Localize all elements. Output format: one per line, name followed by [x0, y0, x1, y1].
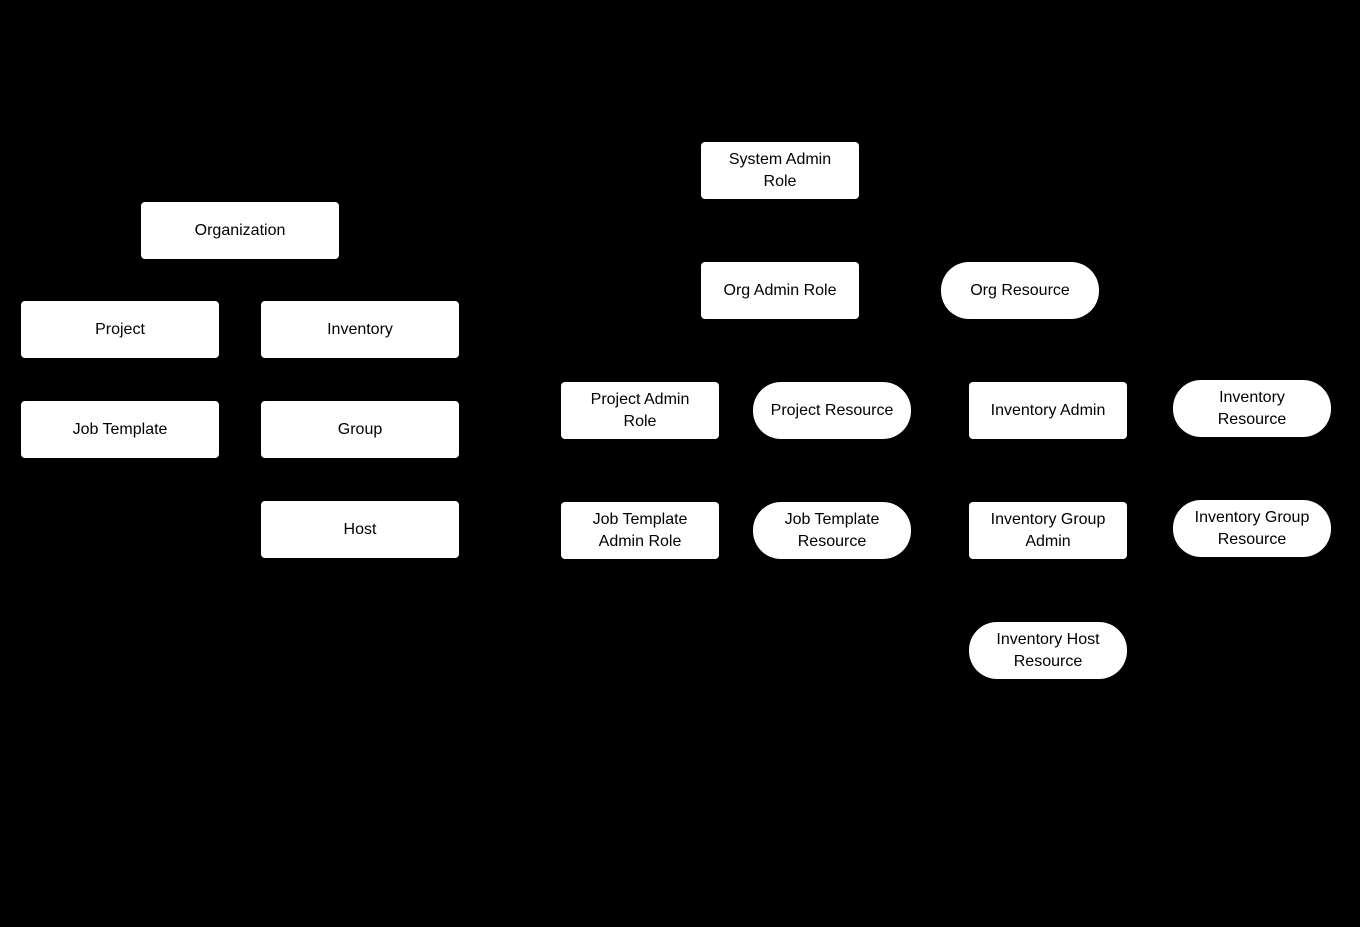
node-inventory-resource: Inventory Resource [1173, 380, 1331, 437]
node-inventory-admin: Inventory Admin [969, 382, 1127, 439]
node-inventory-group-resource: Inventory Group Resource [1173, 500, 1331, 557]
node-system-admin-role: System Admin Role [701, 142, 859, 199]
node-org-resource: Org Resource [941, 262, 1099, 319]
node-inventory-host-resource: Inventory Host Resource [969, 622, 1127, 679]
node-project-resource: Project Resource [753, 382, 911, 439]
node-project: Project [21, 301, 219, 358]
node-inventory: Inventory [261, 301, 459, 358]
node-job-template-admin-role: Job Template Admin Role [561, 502, 719, 559]
node-job-template: Job Template [21, 401, 219, 458]
node-organization: Organization [141, 202, 339, 259]
node-org-admin-role: Org Admin Role [701, 262, 859, 319]
node-inventory-group-admin: Inventory Group Admin [969, 502, 1127, 559]
node-job-template-resource: Job Template Resource [753, 502, 911, 559]
node-host: Host [261, 501, 459, 558]
node-group: Group [261, 401, 459, 458]
node-project-admin-role: Project Admin Role [561, 382, 719, 439]
